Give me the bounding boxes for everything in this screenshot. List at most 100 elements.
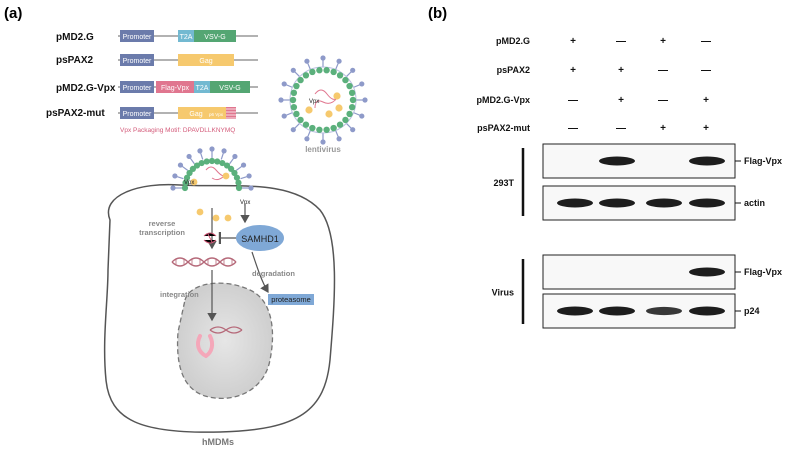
promoter-block	[120, 54, 154, 66]
envelope-spike	[240, 162, 247, 168]
condition-sign: —	[616, 123, 626, 134]
promoter-label: Promoter	[123, 85, 152, 92]
envelope-spike	[221, 148, 227, 154]
gag-label: Gag	[199, 58, 212, 65]
condition-sign: —	[616, 36, 626, 47]
envelope-spike	[177, 162, 184, 168]
envelope-spike	[320, 139, 326, 145]
envelope-spike	[246, 173, 252, 179]
condition-sign: —	[658, 65, 668, 76]
t2a-label: T2A	[180, 34, 193, 41]
cell-label: hMDMs	[202, 437, 234, 447]
condition-sign: +	[660, 123, 666, 134]
blot-band	[689, 198, 725, 208]
motif-note: Vpx Packaging Motif: DPAVDLLKNYMQ	[120, 127, 235, 134]
promoter-block	[120, 81, 154, 93]
vpx-tag: Vpx	[309, 99, 319, 105]
panel-a-label: (a)	[4, 5, 22, 22]
condition-row-label: psPAX2	[497, 65, 530, 75]
vsvg-label: VSV-G	[219, 85, 240, 92]
gag-particle	[305, 106, 313, 114]
vpx-tag: Vpx	[240, 200, 250, 206]
group-label: Virus	[492, 288, 514, 298]
vpx-tag: Vpx	[184, 180, 194, 186]
vsvg-label: VSV-G	[204, 34, 225, 41]
envelope-spike	[350, 127, 356, 133]
flag-vpx-label: Flag-Vpx	[161, 85, 190, 92]
envelope-spike	[170, 185, 176, 191]
gag-label: Gag	[189, 111, 202, 118]
envelope-spike	[359, 113, 365, 119]
gag-block	[178, 54, 234, 66]
envelope-spike	[186, 153, 192, 160]
promoter-label: Promoter	[123, 34, 152, 41]
flag-vpx-block	[156, 81, 194, 93]
envelope-spike	[359, 81, 365, 87]
integration-label: integration	[160, 290, 199, 299]
panel-b-label: (b)	[428, 5, 447, 22]
gag-particle	[190, 178, 198, 186]
envelope-spike	[278, 97, 284, 103]
condition-sign: +	[660, 36, 666, 47]
t2a-block	[194, 81, 210, 93]
vsvg-block	[210, 81, 250, 93]
blot-band	[557, 198, 593, 208]
condition-table: pMD2.G+—+—psPAX2++——pMD2.G-Vpx—+—+psPAX2…	[476, 36, 711, 134]
samhd1-oval	[236, 225, 284, 251]
promoter-label: Promoter	[123, 58, 152, 65]
construct-name-pspax2-mut: psPAX2-mut	[46, 108, 105, 119]
blot-band	[599, 306, 635, 316]
promoter-label: Promoter	[123, 111, 152, 118]
motif-hatch	[226, 107, 236, 119]
condition-sign: +	[570, 36, 576, 47]
envelope-spike	[336, 136, 342, 142]
envelope-spike	[281, 81, 287, 87]
p6-vpx-label: p6 Vpx	[209, 112, 224, 117]
blot-label: Flag-Vpx	[744, 267, 782, 277]
envelope-spike	[209, 146, 215, 152]
condition-row-label: pMD2.G	[496, 36, 530, 46]
construct-name-pmd2g: pMD2.G	[56, 32, 94, 43]
condition-sign: —	[701, 65, 711, 76]
samhd1-label: SAMHD1	[241, 234, 279, 244]
promoter-block	[120, 30, 154, 42]
condition-row-label: psPAX2-mut	[477, 123, 530, 133]
viral-rna	[205, 166, 226, 181]
blot-band	[646, 306, 682, 316]
blot-band	[646, 198, 682, 208]
integrated-chromosome	[196, 326, 243, 358]
t2a-block	[178, 30, 194, 42]
lentivirus-label: lentivirus	[305, 145, 341, 154]
vsvg-block	[194, 30, 236, 42]
envelope-spike	[232, 153, 238, 160]
gag-particle	[222, 172, 230, 180]
condition-row-label: pMD2.G-Vpx	[476, 95, 530, 105]
degradation-label: degradation	[252, 269, 295, 278]
condition-sign: —	[568, 95, 578, 106]
condition-sign: +	[703, 95, 709, 106]
dna-rungs	[175, 259, 233, 265]
gag-particle	[333, 92, 341, 100]
condition-sign: —	[568, 123, 578, 134]
condition-sign: —	[701, 36, 711, 47]
gag-particle	[212, 214, 220, 222]
blot-band	[689, 267, 725, 277]
blot-label: p24	[744, 306, 760, 316]
gag-particle	[325, 110, 333, 118]
promoter-block	[120, 107, 154, 119]
envelope-spike	[281, 113, 287, 119]
blot-band	[599, 198, 635, 208]
gag-particle	[196, 208, 204, 216]
envelope-spike	[172, 173, 178, 179]
condition-sign: —	[658, 95, 668, 106]
ds-dna-strand	[171, 257, 237, 267]
degradation-arrow	[251, 251, 269, 294]
condition-sign: +	[570, 65, 576, 76]
gag-particle	[224, 214, 232, 222]
group-label: 293T	[493, 178, 514, 188]
gag-particle	[335, 104, 343, 112]
